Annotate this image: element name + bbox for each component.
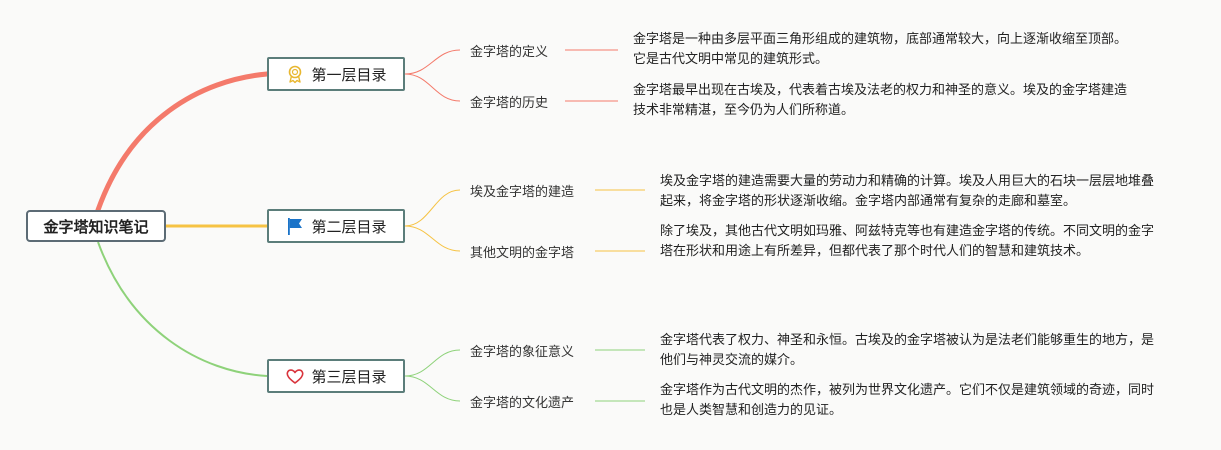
connector-l2-t1 bbox=[404, 189, 461, 227]
flag-icon bbox=[285, 216, 305, 236]
topic-pyramid-symbolism[interactable]: 金字塔的象征意义 bbox=[470, 345, 575, 360]
root-node[interactable]: 金字塔知识笔记 bbox=[26, 210, 166, 242]
topic-egypt-pyramid-construction[interactable]: 埃及金字塔的建造 bbox=[470, 185, 575, 200]
connector-l2-t2 bbox=[404, 225, 461, 252]
branch-level-1 bbox=[95, 71, 270, 213]
note-egypt-pyramid-construction: 埃及金字塔的建造需要大量的劳动力和精确的计算。埃及人用巨大的石块一层层地堆叠起来… bbox=[660, 174, 1155, 209]
level-node-1[interactable]: 第一层目录 bbox=[267, 57, 405, 91]
topic-other-civilization-pyramids[interactable]: 其他文明的金字塔 bbox=[470, 246, 575, 261]
level-1-title: 第一层目录 bbox=[311, 65, 387, 84]
root-title: 金字塔知识笔记 bbox=[43, 217, 149, 236]
topic-pyramid-cultural-heritage[interactable]: 金字塔的文化遗产 bbox=[470, 396, 575, 411]
heart-icon bbox=[285, 366, 305, 386]
award-ribbon-icon bbox=[285, 64, 305, 84]
connector-l1-t1 bbox=[404, 49, 461, 75]
level-2-title: 第二层目录 bbox=[311, 217, 387, 236]
note-other-civilization-pyramids: 除了埃及，其他古代文明如玛雅、阿兹特克等也有建造金字塔的传统。不同文明的金字塔在… bbox=[660, 224, 1155, 259]
topic-pyramid-history[interactable]: 金字塔的历史 bbox=[470, 96, 549, 111]
note-pyramid-symbolism: 金字塔代表了权力、神圣和永恒。古埃及的金字塔被认为是法老们能够重生的地方，是他们… bbox=[660, 333, 1155, 368]
note-pyramid-history: 金字塔最早出现在古埃及，代表着古埃及法老的权力和神圣的意义。埃及的金字塔建造技术… bbox=[633, 83, 1128, 118]
note-pyramid-definition: 金字塔是一种由多层平面三角形组成的建筑物，底部通常较大，向上逐渐收缩至顶部。它是… bbox=[633, 32, 1128, 67]
connector-l3-t2 bbox=[404, 375, 461, 402]
level-3-title: 第三层目录 bbox=[311, 367, 387, 386]
topic-pyramid-definition[interactable]: 金字塔的定义 bbox=[470, 45, 549, 60]
note-pyramid-cultural-heritage: 金字塔作为古代文明的杰作，被列为世界文化遗产。它们不仅是建筑领域的奇迹，同时也是… bbox=[660, 383, 1155, 418]
connector-l1-t2 bbox=[404, 73, 461, 102]
branch-level-3 bbox=[97, 241, 268, 377]
level-node-3[interactable]: 第三层目录 bbox=[267, 359, 405, 393]
connector-l3-t1 bbox=[404, 349, 461, 377]
level-node-2[interactable]: 第二层目录 bbox=[267, 209, 405, 243]
